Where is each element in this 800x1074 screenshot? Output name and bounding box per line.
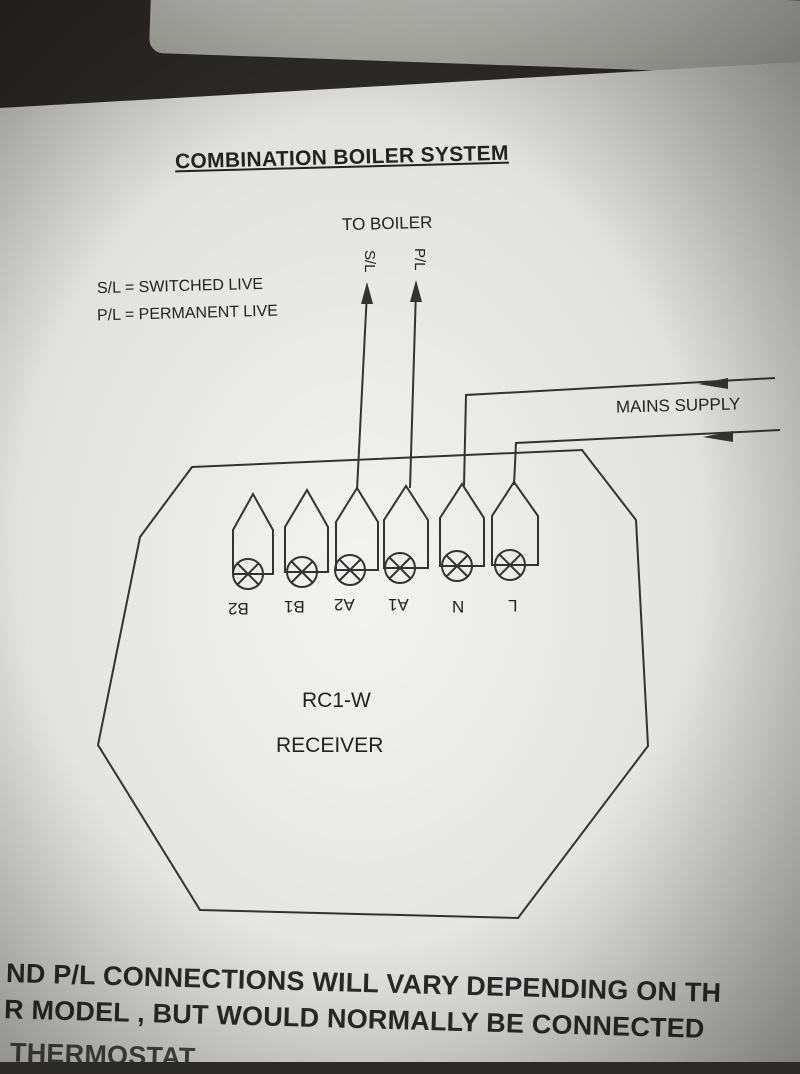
wire-sl bbox=[356, 291, 368, 491]
terminal-l bbox=[491, 480, 539, 581]
terminal-label-l: L bbox=[508, 596, 518, 615]
footer-line-3: THERMOSTAT bbox=[9, 1037, 196, 1073]
terminal-a1 bbox=[383, 484, 429, 584]
receiver-housing bbox=[96, 448, 650, 920]
terminal-b2 bbox=[232, 491, 274, 590]
terminal-label-n: N bbox=[452, 597, 465, 616]
arrow-pl bbox=[410, 280, 422, 302]
terminal-a2 bbox=[334, 486, 379, 586]
wire-pl bbox=[409, 289, 417, 489]
arrow-sl bbox=[361, 282, 373, 304]
terminal-b1 bbox=[284, 488, 329, 588]
wire-live bbox=[513, 429, 781, 486]
device-model: RC1-W bbox=[302, 689, 371, 712]
wire-neutral bbox=[463, 377, 776, 487]
terminal-label-b1: B1 bbox=[284, 597, 305, 616]
terminal-n bbox=[439, 482, 485, 582]
arrow-neutral bbox=[698, 378, 728, 389]
terminal-label-a2: A2 bbox=[334, 595, 355, 614]
terminal-label-a1: A1 bbox=[388, 595, 409, 614]
device-type: RECEIVER bbox=[276, 734, 384, 757]
arrow-live bbox=[703, 431, 733, 442]
terminal-label-b2: B2 bbox=[228, 599, 249, 618]
